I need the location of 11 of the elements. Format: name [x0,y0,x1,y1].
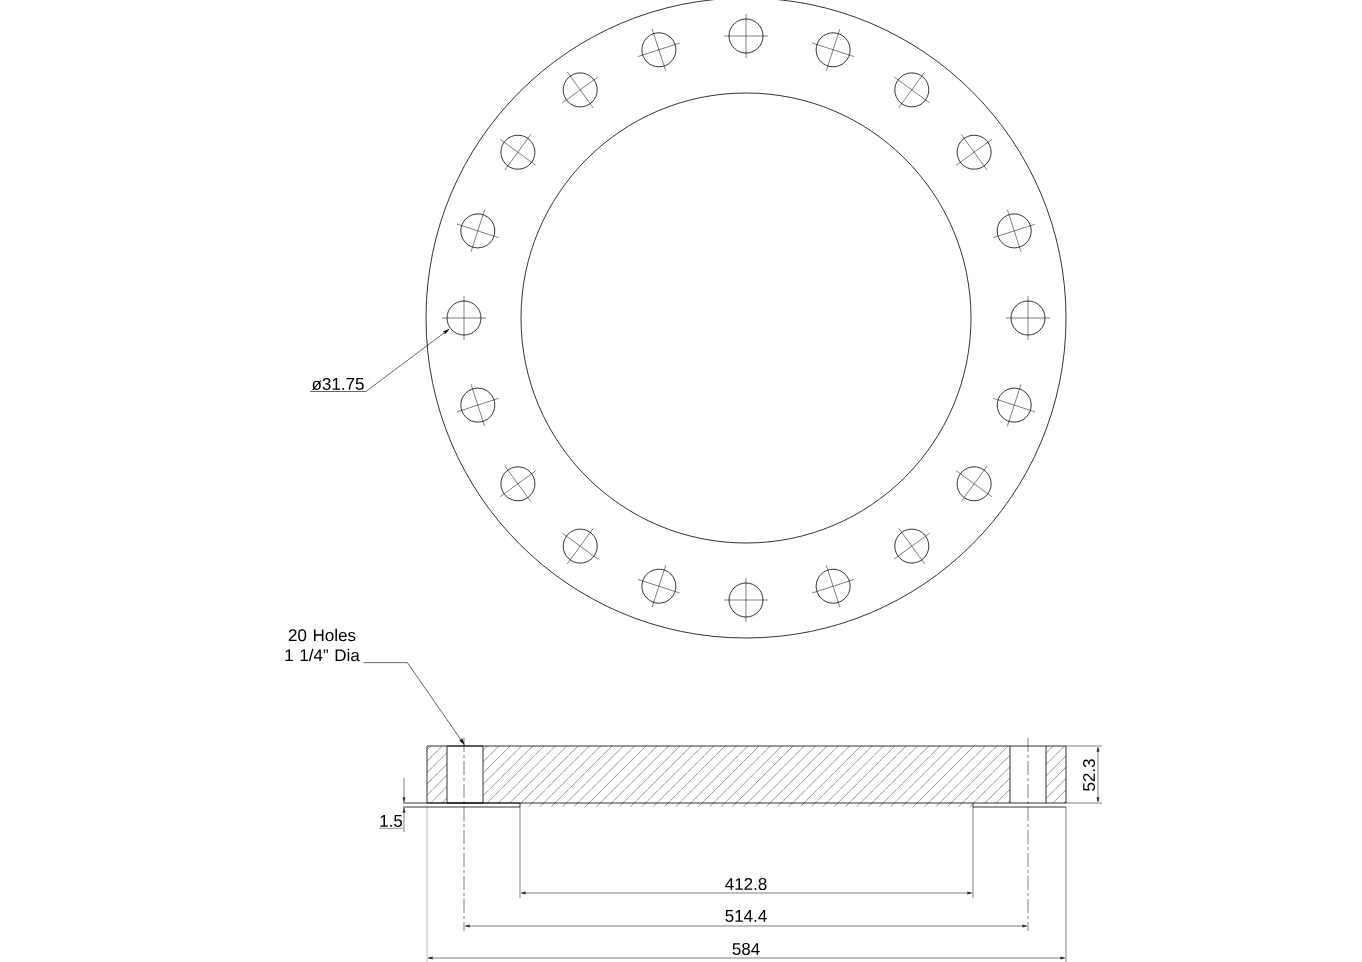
dimension-text: 584 [732,943,760,956]
leader-line [363,662,465,745]
dimension-text: 1.5 [379,815,403,829]
bolt-hole [441,295,487,341]
dimension-text: 52.3 [1083,759,1096,791]
dimension-text: 514.4 [725,910,767,922]
leader-line [309,328,450,392]
dimension-text: 412.8 [725,878,767,891]
bolt-hole-section [446,745,484,804]
dimension-text: ø31.75 [311,377,364,391]
callout-text: 20 Holes 1 1/4” Dia [285,628,360,662]
